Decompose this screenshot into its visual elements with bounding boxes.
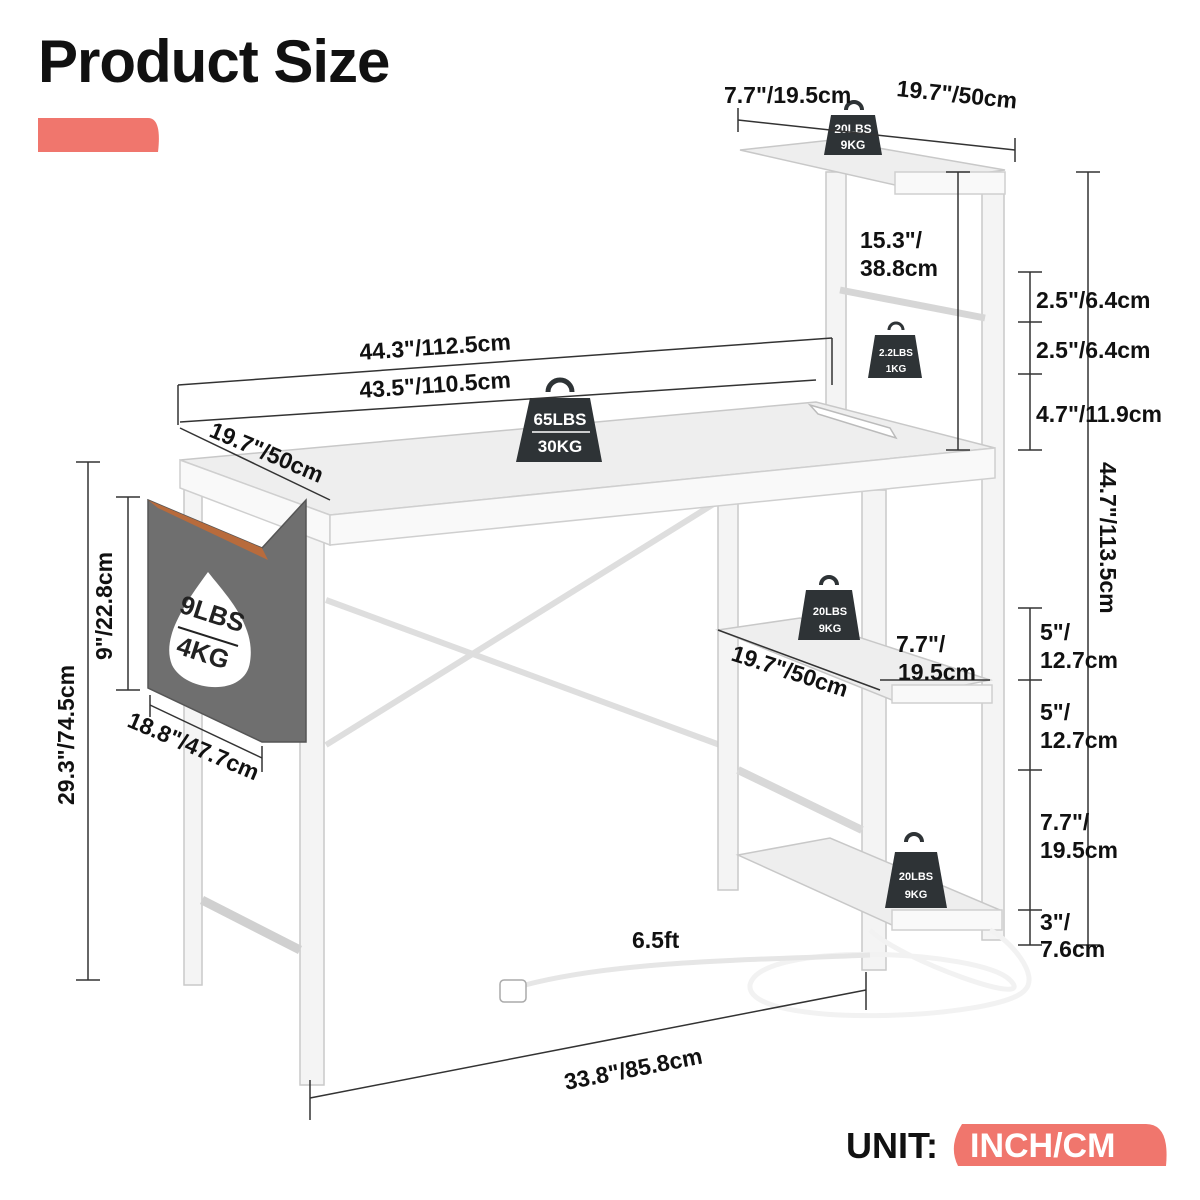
dim-gap-3: 4.7"/11.9cm (1036, 401, 1162, 427)
bottom-weight-kg: 9KG (905, 889, 928, 901)
desktop-front-edge (329, 447, 996, 546)
dim-lower-shelf-depth-b: 19.5cm (898, 659, 976, 685)
unit-badge (953, 1124, 1167, 1166)
unit-label: UNIT: (846, 1125, 938, 1166)
dim-lower-gap4-a: 3"/ (1040, 909, 1071, 935)
bag-weight-drop (169, 572, 251, 688)
dim-top-shelf-height-b: 38.8cm (860, 255, 938, 281)
dim-total-height: 44.7"/113.5cm (1095, 462, 1121, 614)
dim-desk-width-total: 44.3"/112.5cm (359, 328, 512, 365)
dim-lower-gap2-a: 5"/ (1040, 699, 1071, 725)
dim-desk-width-top: 43.5"/110.5cm (359, 366, 512, 403)
middle-shelf-edge (891, 684, 993, 704)
bottom-shelf-edge (891, 909, 1003, 931)
dim-cord-length: 6.5ft (632, 927, 680, 953)
power-cord (524, 952, 871, 988)
lower-side-rail (736, 766, 864, 834)
dim-lower-gap3-a: 7.7"/ (1040, 809, 1090, 835)
top-weight-lbs: 20LBS (834, 122, 871, 136)
tower-back-post (981, 189, 1005, 941)
power-strip (807, 403, 898, 440)
dim-lower-gap1-b: 12.7cm (1040, 647, 1118, 673)
top-weight-kg: 9KG (841, 138, 866, 152)
upper-riser-post (825, 171, 847, 423)
x-brace-2 (324, 497, 722, 748)
dim-lower-gap3-b: 19.5cm (1040, 837, 1118, 863)
desk-weight: 65LBS 30KG (516, 377, 602, 462)
mid-weight-lbs: 20LBS (813, 606, 847, 618)
bottom-weight-lbs: 20LBS (899, 871, 933, 883)
dim-bag-height: 9"/22.8cm (91, 552, 117, 660)
desk-weight-lbs: 65LBS (534, 410, 587, 429)
storage-bag-trim (148, 500, 268, 560)
unit-value: INCH/CM (970, 1127, 1115, 1165)
plug-icon (499, 979, 527, 1003)
dim-lower-gap4-b: 7.6cm (1040, 936, 1105, 962)
x-brace-1 (324, 597, 722, 748)
dim-base-width: 33.8"/85.8cm (562, 1043, 704, 1095)
middle-shelf-weight: 20LBS 9KG (798, 575, 860, 640)
page-title: Product Size (38, 28, 389, 95)
top-shelf-edge (894, 171, 1006, 195)
tower-inner-back-post (717, 499, 739, 891)
dim-lower-gap1-a: 5"/ (1040, 619, 1071, 645)
mid-weight-kg: 9KG (819, 623, 842, 635)
title-accent-bar (38, 118, 159, 152)
dim-lower-shelf-depth-a: 7.7"/ (896, 631, 946, 657)
hook-weight: 2.2LBS 1KG (868, 321, 922, 378)
hook-weight-lbs: 2.2LBS (879, 348, 913, 359)
dim-top-shelf-width: 19.7"/50cm (895, 75, 1018, 113)
desk-weight-kg: 30KG (538, 437, 582, 456)
dim-gap-2: 2.5"/6.4cm (1036, 337, 1150, 363)
dim-gap-1: 2.5"/6.4cm (1036, 287, 1150, 313)
hook-weight-kg: 1KG (886, 364, 907, 375)
dim-desk-height: 29.3"/74.5cm (53, 665, 79, 805)
bottom-shelf-weight: 20LBS 9KG (885, 832, 947, 908)
power-cord-loop (747, 927, 1032, 1019)
dim-top-shelf-height-a: 15.3"/ (860, 227, 923, 253)
hook-rail (839, 286, 986, 322)
dimension-lines (76, 108, 1100, 1120)
dim-lower-gap2-b: 12.7cm (1040, 727, 1118, 753)
left-side-rail (199, 895, 303, 955)
top-shelf-weight: 20LBS 9KG (824, 100, 882, 155)
dim-top-shelf-depth: 7.7"/19.5cm (724, 82, 851, 108)
